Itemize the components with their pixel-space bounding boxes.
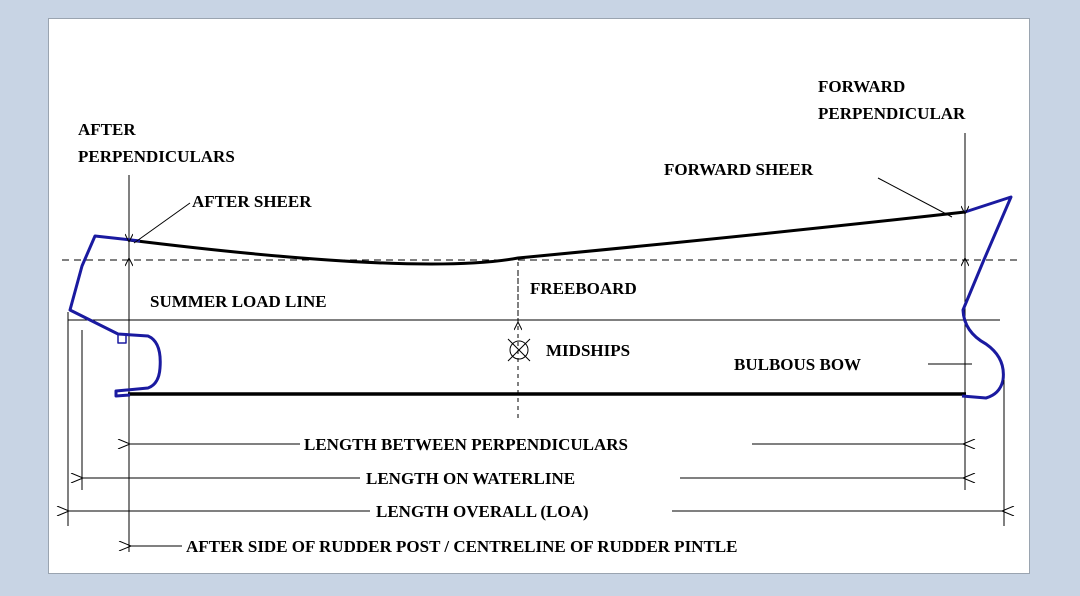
rudder-stock: [117, 333, 127, 344]
rudder-label: AFTER SIDE OF RUDDER POST / CENTRELINE O…: [186, 537, 737, 556]
forward-sheer-leader: [877, 177, 953, 218]
loa-label: LENGTH OVERALL (LOA): [376, 502, 589, 521]
summer-load-line-label: SUMMER LOAD LINE: [150, 292, 327, 311]
after-perpendicular-label-1: AFTER: [78, 120, 136, 139]
lwl-label: LENGTH ON WATERLINE: [366, 469, 575, 488]
diagram-panel: [48, 18, 1030, 574]
freeboard-label: FREEBOARD: [530, 279, 637, 298]
deck-sheer-line: [128, 210, 966, 266]
forward-perpendicular-label-2: PERPENDICULAR: [818, 104, 966, 123]
after-perpendicular-label-2: PERPENDICULARS: [78, 147, 235, 166]
lbp-label: LENGTH BETWEEN PERPENDICULARS: [304, 435, 628, 454]
after-sheer-label: AFTER SHEER: [192, 192, 312, 211]
forward-sheer-label: FORWARD SHEER: [664, 160, 814, 179]
forward-perpendicular-label-1: FORWARD: [818, 77, 905, 96]
stern-outline: [68, 234, 162, 398]
midships-label: MIDSHIPS: [546, 341, 630, 360]
after-sheer-leader: [133, 202, 191, 244]
bow-outline: [961, 195, 1013, 400]
midships-symbol: [507, 338, 531, 362]
bulbous-bow-label: BULBOUS BOW: [734, 355, 861, 374]
